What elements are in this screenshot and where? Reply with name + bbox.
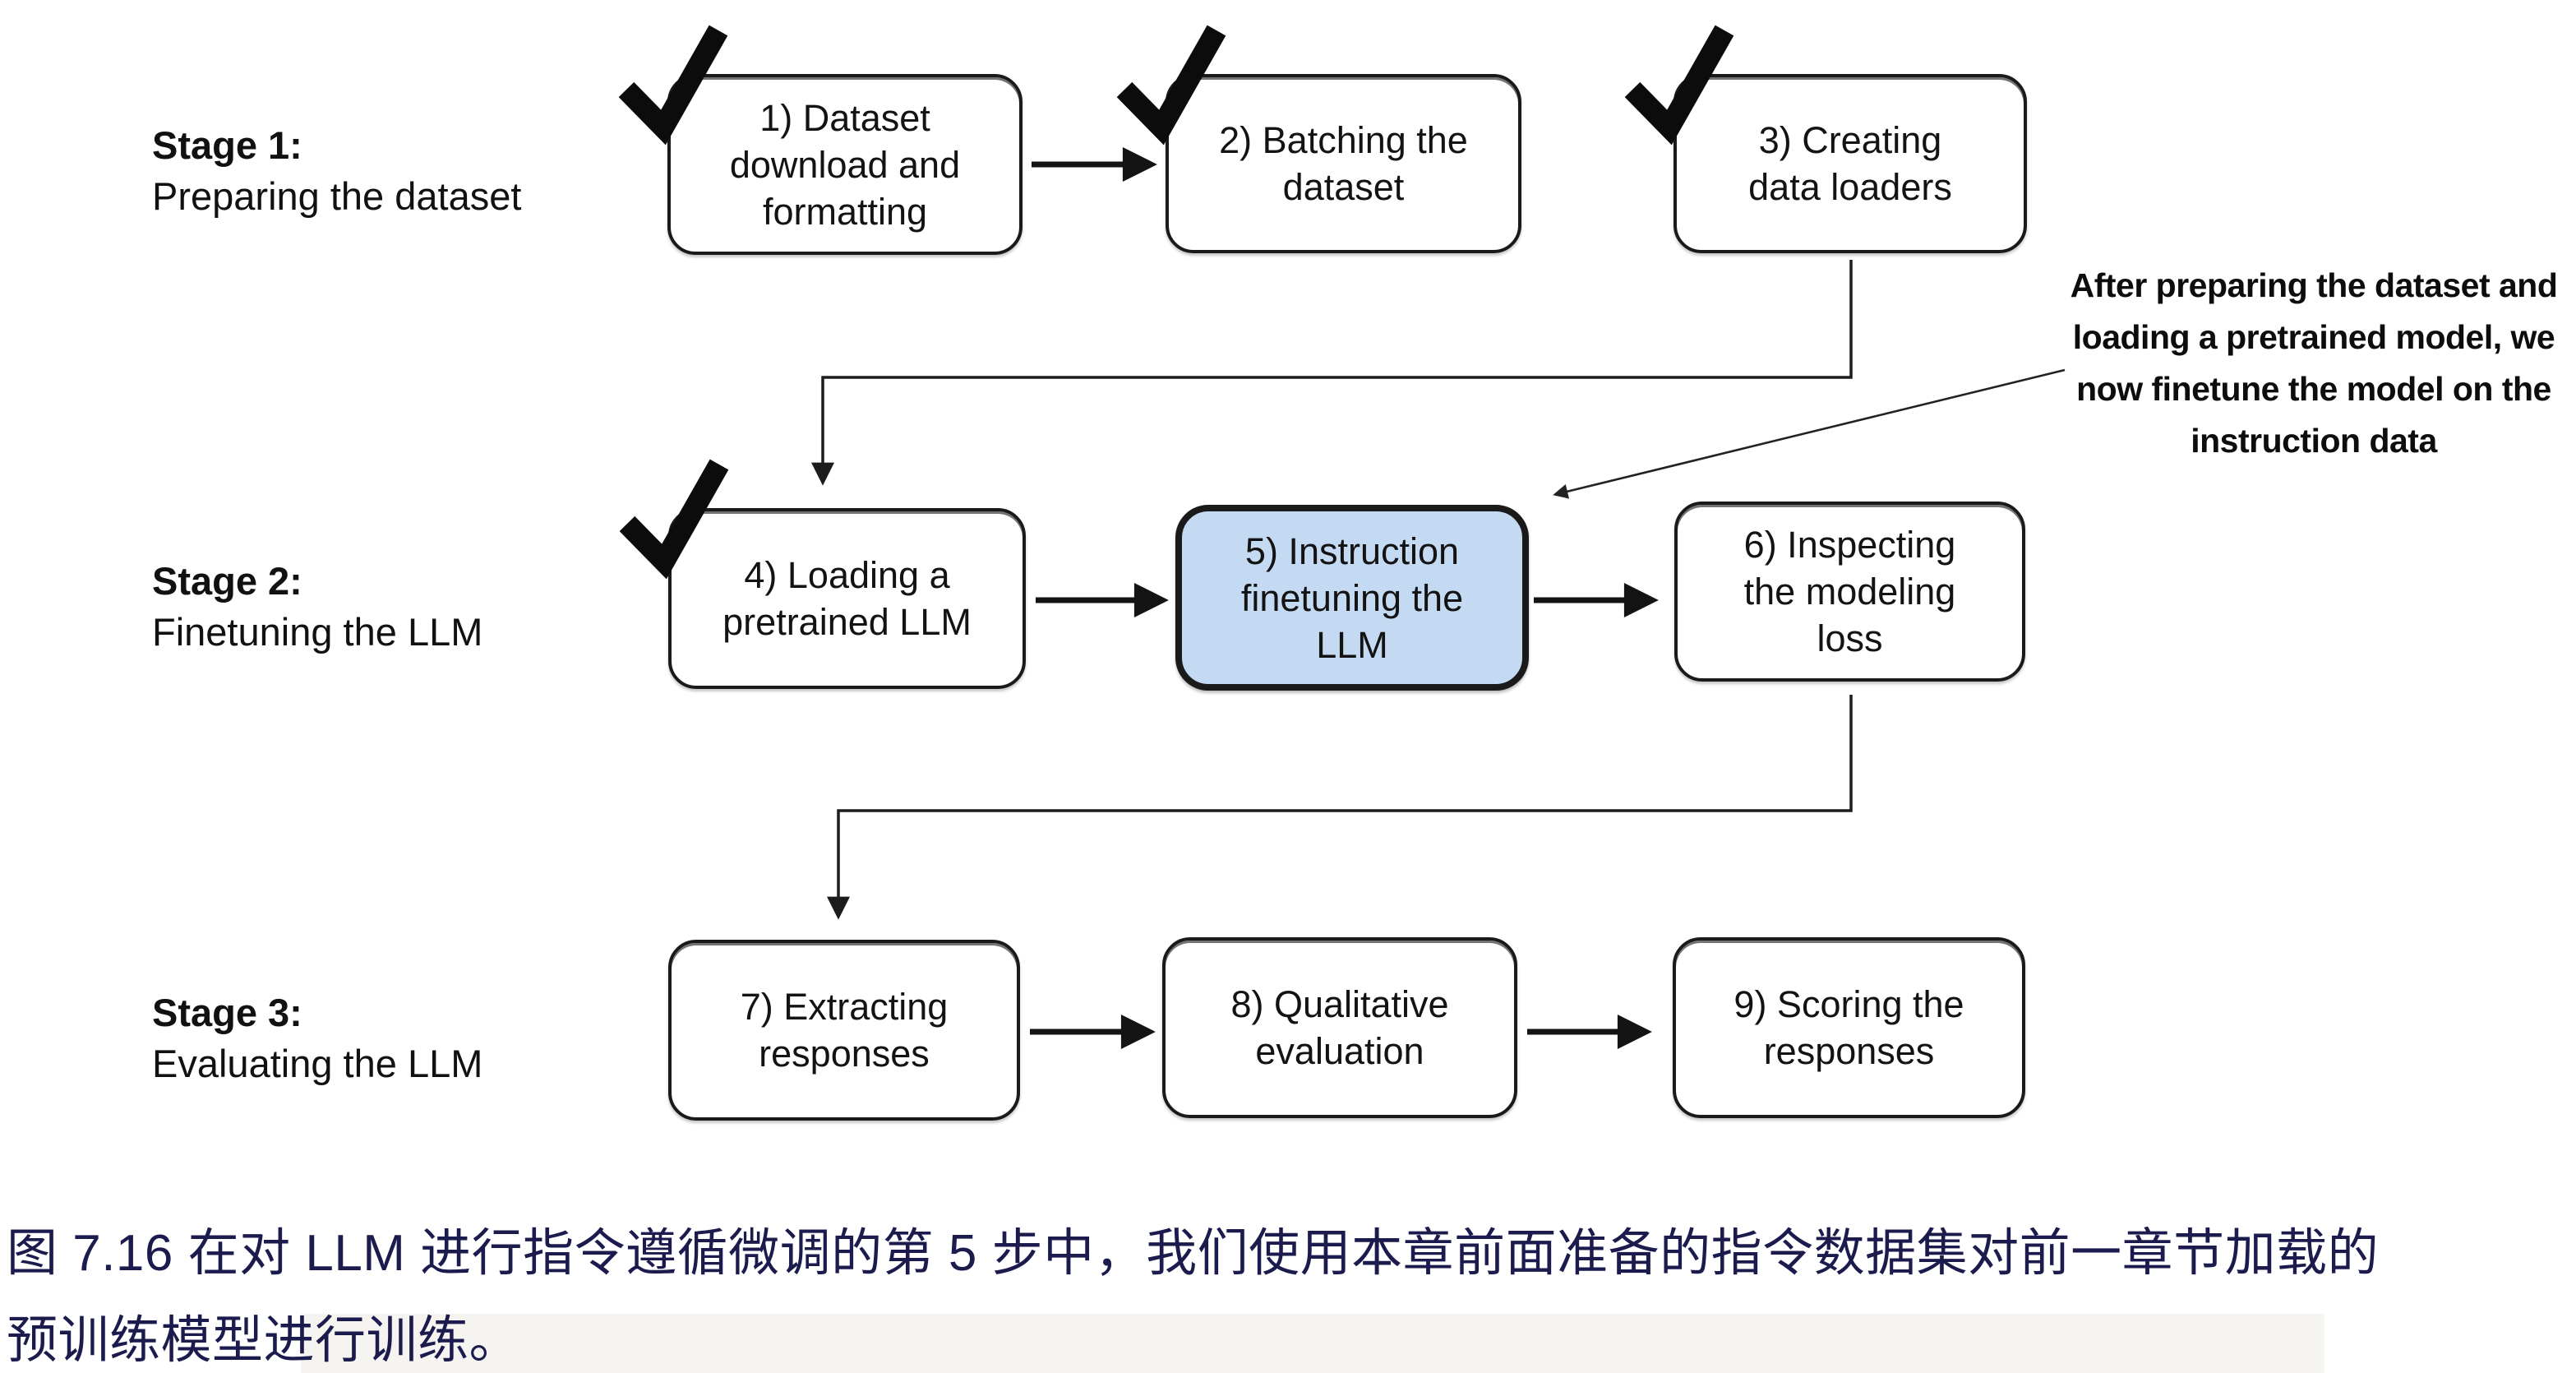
flow-box-label: 2) Batching the dataset <box>1219 119 1468 208</box>
flow-box-1-dataset-download: 1) Dataset download and formatting <box>618 25 1023 255</box>
figure-caption: 图 7.16 在对 LLM 进行指令遵循微调的第 5 步中，我们使用本章前面准备… <box>7 1225 2380 1369</box>
stage2-title: Stage 2: <box>152 559 302 603</box>
flow-box-label: 9) Scoring the responses <box>1733 983 1964 1072</box>
flow-box-label: 8) Qualitative evaluation <box>1230 983 1449 1072</box>
elbow-box6-box7 <box>827 695 1853 920</box>
stage1-title: Stage 1: <box>152 123 302 167</box>
flow-box-label: 4) Loading a pretrained LLM <box>722 554 972 643</box>
stage1-subtitle: Preparing the dataset <box>152 174 522 218</box>
checkmark-icon <box>618 25 728 146</box>
flow-box-6-inspecting-loss: 6) Inspecting the modeling loss <box>1674 502 2025 682</box>
flow-box-label: 1) Dataset download and formatting <box>729 96 961 233</box>
flow-box-3-creating-data-loaders: 3) Creating data loaders <box>1624 25 2027 253</box>
arrow-annotation-box5 <box>1553 368 2066 499</box>
flow-box-2-batching-dataset: 2) Batching the dataset <box>1116 25 1521 253</box>
stage3-title: Stage 3: <box>152 991 302 1034</box>
stage3-subtitle: Evaluating the LLM <box>152 1042 483 1085</box>
flow-box-4-loading-pretrained-llm: 4) Loading a pretrained LLM <box>619 459 1026 689</box>
flow-box-label: 3) Creating data loaders <box>1748 119 1952 208</box>
checkmark-icon <box>1624 25 1734 146</box>
checkmark-icon <box>1116 25 1226 146</box>
flow-box-9-scoring-responses: 9) Scoring the responses <box>1673 937 2025 1118</box>
flow-box-8-qualitative-evaluation: 8) Qualitative evaluation <box>1162 937 1517 1118</box>
stage2-label: Stage 2: Finetuning the LLM <box>152 556 482 658</box>
flow-box-label: 7) Extracting responses <box>740 986 949 1075</box>
flow-box-label: 6) Inspecting the modeling loss <box>1743 524 1956 659</box>
stage2-subtitle: Finetuning the LLM <box>152 610 483 654</box>
elbow-box3-box4 <box>811 260 1853 486</box>
annotation-note: After preparing the dataset and loading … <box>2070 266 2558 460</box>
background-band <box>301 1314 2324 1373</box>
flow-box-5-instruction-finetuning: 5) Instruction finetuning the LLM <box>1175 505 1529 691</box>
checkmark-icon <box>619 459 729 580</box>
flow-box-7-extracting-responses: 7) Extracting responses <box>668 940 1020 1121</box>
stage3-label: Stage 3: Evaluating the LLM <box>152 987 482 1089</box>
flow-box-label: 5) Instruction finetuning the LLM <box>1240 529 1464 666</box>
stage1-label: Stage 1: Preparing the dataset <box>152 120 521 222</box>
